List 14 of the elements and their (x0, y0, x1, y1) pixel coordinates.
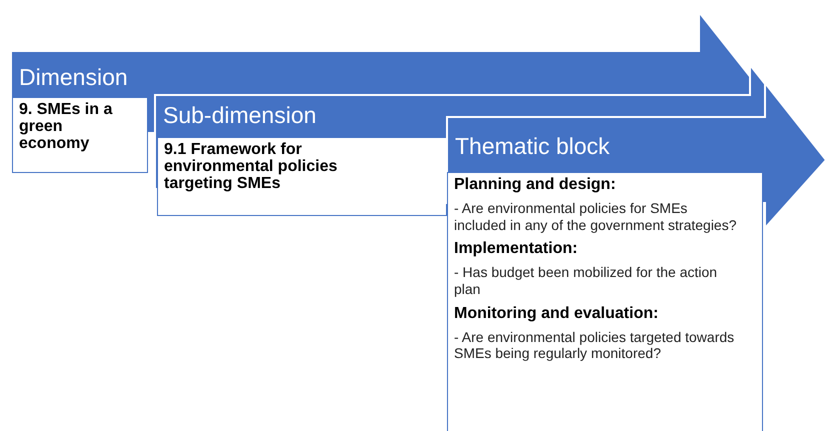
arrow-heading: Dimension (19, 66, 128, 89)
arrow-heading: Thematic block (455, 135, 610, 158)
question-text: - Has budget been mobilized for the action plan (454, 264, 718, 298)
section-heading: Implementation: (454, 241, 579, 258)
question-text: - Are environmental policies targeted towards SMEs being regularly monitored? (454, 328, 736, 362)
section-heading: Monitoring and evaluation: (454, 306, 660, 323)
section-heading: 9. SMEs in a green economy (19, 102, 114, 152)
section-heading: 9.1 Framework for environmental policies targeting SMEs (164, 142, 338, 192)
content-box (157, 137, 447, 216)
section-heading: Planning and design: (454, 177, 617, 194)
content-box (12, 97, 148, 173)
content-box (447, 172, 763, 431)
question-text: - Are environmental policies for SMEs included in any of the government strategies? (454, 200, 738, 234)
arrow-heading: Sub-dimension (163, 104, 316, 127)
